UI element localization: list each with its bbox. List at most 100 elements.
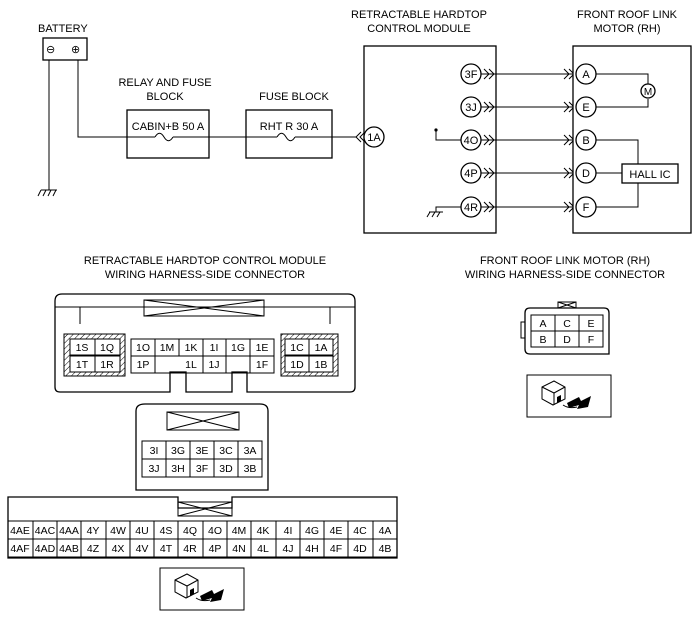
rht-fuse-label: RHT R 30 A bbox=[260, 121, 319, 133]
battery-icon: ⊖ ⊕ bbox=[42, 37, 88, 61]
svg-text:3J: 3J bbox=[465, 102, 477, 114]
svg-text:1L: 1L bbox=[185, 359, 197, 371]
relay-fuse-block-title-2: BLOCK bbox=[146, 91, 184, 103]
cabin-fuse-label: CABIN+B 50 A bbox=[132, 121, 205, 133]
svg-text:4W: 4W bbox=[110, 525, 126, 537]
module-pin-3j: 3J bbox=[460, 96, 482, 118]
svg-text:4M: 4M bbox=[232, 525, 247, 537]
svg-text:1P: 1P bbox=[137, 359, 150, 371]
svg-text:4S: 4S bbox=[160, 525, 173, 537]
relay-fuse-block-title: RELAY AND FUSE bbox=[118, 77, 211, 89]
svg-text:4P: 4P bbox=[209, 543, 222, 555]
svg-text:B: B bbox=[539, 334, 546, 346]
svg-text:3G: 3G bbox=[171, 445, 185, 457]
svg-text:D: D bbox=[563, 334, 571, 346]
svg-text:4B: 4B bbox=[379, 543, 392, 555]
svg-text:1B: 1B bbox=[315, 359, 328, 371]
svg-text:4AD: 4AD bbox=[35, 543, 56, 555]
module-pin-4r: 4R bbox=[460, 196, 482, 218]
harness-wires bbox=[481, 68, 576, 213]
svg-text:4D: 4D bbox=[353, 543, 367, 555]
svg-text:4I: 4I bbox=[284, 525, 293, 537]
connector-view-icon bbox=[159, 567, 245, 611]
svg-text:1T: 1T bbox=[76, 359, 89, 371]
svg-text:E: E bbox=[587, 318, 594, 330]
svg-text:4Y: 4Y bbox=[87, 525, 100, 537]
svg-text:3J: 3J bbox=[148, 463, 159, 475]
svg-text:1O: 1O bbox=[136, 342, 150, 354]
svg-text:4N: 4N bbox=[232, 543, 245, 555]
svg-text:4A: 4A bbox=[379, 525, 392, 537]
right-connector-title: FRONT ROOF LINK MOTOR (RH) bbox=[480, 255, 650, 267]
svg-text:B: B bbox=[582, 135, 589, 147]
svg-text:1C: 1C bbox=[290, 342, 304, 354]
svg-text:A: A bbox=[582, 69, 590, 81]
module-pin-3f: 3F bbox=[460, 63, 482, 85]
ground-icon bbox=[37, 189, 57, 197]
svg-text:3F: 3F bbox=[196, 463, 208, 475]
svg-text:4E: 4E bbox=[330, 525, 343, 537]
svg-text:1J: 1J bbox=[208, 359, 219, 371]
svg-text:1A: 1A bbox=[315, 342, 328, 354]
svg-text:4X: 4X bbox=[112, 543, 125, 555]
svg-text:3D: 3D bbox=[219, 463, 233, 475]
connector-block-1: 1S 1Q 1T 1R 1O 1M 1K 1I 1G 1E 1P 1L 1J 1… bbox=[54, 293, 356, 393]
svg-text:1A: 1A bbox=[367, 132, 381, 144]
svg-text:3E: 3E bbox=[196, 445, 209, 457]
svg-text:1M: 1M bbox=[160, 342, 175, 354]
svg-text:4C: 4C bbox=[353, 525, 367, 537]
svg-text:F: F bbox=[588, 334, 594, 346]
svg-text:4AB: 4AB bbox=[59, 543, 79, 555]
control-module-title-2: CONTROL MODULE bbox=[367, 23, 471, 35]
svg-text:4AC: 4AC bbox=[35, 525, 56, 537]
svg-text:4H: 4H bbox=[305, 543, 318, 555]
motor-pin-e: E bbox=[575, 96, 597, 118]
fuse-block bbox=[245, 109, 333, 159]
motor-icon: M bbox=[640, 83, 656, 99]
svg-text:⊖: ⊖ bbox=[46, 44, 55, 56]
module-pin-4o: 4O bbox=[460, 129, 482, 151]
svg-text:3C: 3C bbox=[219, 445, 233, 457]
control-module-title: RETRACTABLE HARDTOP bbox=[351, 9, 487, 21]
connector-view-icon bbox=[526, 374, 612, 418]
svg-text:4Q: 4Q bbox=[183, 525, 197, 537]
svg-text:4AA: 4AA bbox=[59, 525, 79, 537]
svg-text:F: F bbox=[583, 202, 590, 214]
svg-text:1E: 1E bbox=[256, 342, 269, 354]
svg-text:4V: 4V bbox=[136, 543, 149, 555]
left-connector-title: RETRACTABLE HARDTOP CONTROL MODULE bbox=[84, 255, 326, 267]
module-pin-4p: 4P bbox=[460, 162, 482, 184]
connector-block-3: 3I 3G 3E 3C 3A 3J 3H 3F 3D 3B bbox=[135, 403, 269, 491]
fuse-icon bbox=[127, 132, 209, 142]
svg-text:3I: 3I bbox=[150, 445, 159, 457]
svg-text:4F: 4F bbox=[330, 543, 342, 555]
svg-text:3H: 3H bbox=[171, 463, 184, 475]
svg-text:4K: 4K bbox=[257, 525, 270, 537]
fuse-block-title: FUSE BLOCK bbox=[259, 91, 329, 103]
svg-text:1I: 1I bbox=[210, 342, 219, 354]
battery-label: BATTERY bbox=[38, 23, 88, 35]
svg-text:3F: 3F bbox=[465, 69, 478, 81]
svg-text:1S: 1S bbox=[76, 342, 89, 354]
svg-text:4U: 4U bbox=[135, 525, 148, 537]
svg-text:1F: 1F bbox=[256, 359, 268, 371]
svg-text:4J: 4J bbox=[282, 543, 293, 555]
svg-text:4R: 4R bbox=[183, 543, 197, 555]
motor-pin-a: A bbox=[575, 63, 597, 85]
svg-text:1G: 1G bbox=[231, 342, 245, 354]
motor-pin-f: F bbox=[575, 196, 597, 218]
fuse-icon bbox=[246, 132, 332, 142]
svg-text:4Z: 4Z bbox=[87, 543, 100, 555]
svg-text:D: D bbox=[582, 168, 590, 180]
hall-ic-label: HALL IC bbox=[629, 169, 670, 181]
svg-text:4G: 4G bbox=[305, 525, 319, 537]
svg-text:4O: 4O bbox=[464, 135, 479, 147]
svg-text:4AE: 4AE bbox=[10, 525, 30, 537]
motor-title-2: MOTOR (RH) bbox=[593, 23, 660, 35]
svg-text:4O: 4O bbox=[208, 525, 222, 537]
svg-text:4P: 4P bbox=[464, 168, 477, 180]
svg-text:4T: 4T bbox=[160, 543, 173, 555]
svg-text:3A: 3A bbox=[244, 445, 257, 457]
motor-pin-b: B bbox=[575, 129, 597, 151]
